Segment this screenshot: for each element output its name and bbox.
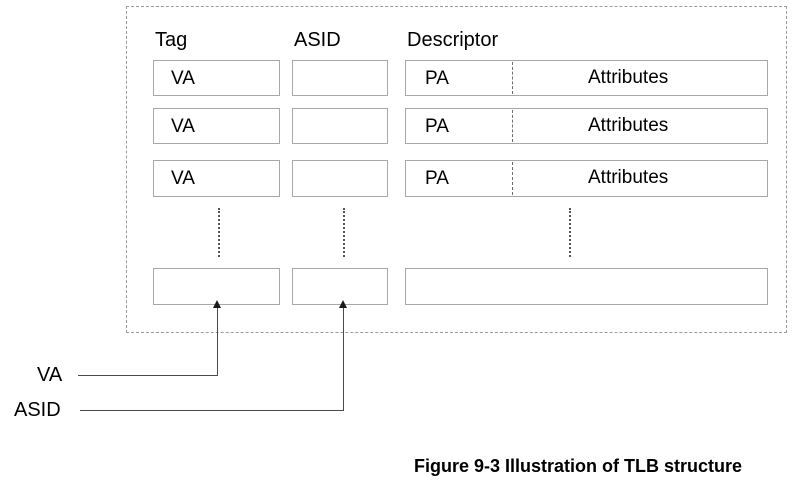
tlb-entry-attributes-value: Attributes [588, 115, 669, 136]
ellipsis-descriptor-column [569, 208, 571, 257]
input-label-asid: ASID [14, 399, 61, 421]
tlb-entry-asid-cell [292, 268, 388, 305]
column-header-descriptor: Descriptor [407, 29, 499, 51]
tlb-entry-attributes-value: Attributes [588, 67, 669, 88]
tlb-entry-pa-value: PA [425, 68, 449, 89]
input-label-va: VA [37, 364, 63, 386]
tlb-entry-tag-cell [153, 60, 280, 96]
tlb-entry-tag-cell [153, 108, 280, 144]
asid-connector-vertical [343, 306, 344, 411]
tlb-entry-tag-value: VA [171, 68, 195, 89]
va-connector-vertical [217, 306, 218, 376]
descriptor-divider [512, 110, 513, 142]
column-header-asid: ASID [294, 29, 341, 51]
va-connector-horizontal [78, 375, 217, 376]
tlb-entry-attributes-value: Attributes [588, 167, 669, 188]
tlb-entry-tag-value: VA [171, 168, 195, 189]
tlb-entry-pa-value: PA [425, 168, 449, 189]
asid-connector-horizontal [80, 410, 343, 411]
tlb-entry-descriptor-cell [405, 60, 768, 96]
va-arrow-icon [213, 300, 221, 308]
tlb-entry-descriptor-cell [405, 108, 768, 144]
tlb-entry-descriptor-cell [405, 160, 768, 197]
tlb-entry-tag-value: VA [171, 116, 195, 137]
tlb-entry-asid-cell [292, 160, 388, 197]
descriptor-divider [512, 62, 513, 94]
column-header-tag: Tag [155, 29, 188, 51]
figure-caption: Figure 9-3 Illustration of TLB structure [414, 456, 743, 476]
tlb-entry-asid-cell [292, 60, 388, 96]
tlb-entry-tag-cell [153, 160, 280, 197]
tlb-entry-asid-cell [292, 108, 388, 144]
tlb-entry-pa-value: PA [425, 116, 449, 137]
asid-arrow-icon [339, 300, 347, 308]
tlb-entry-descriptor-cell [405, 268, 768, 305]
ellipsis-tag-column [218, 208, 220, 257]
ellipsis-asid-column [343, 208, 345, 257]
descriptor-divider [512, 162, 513, 195]
